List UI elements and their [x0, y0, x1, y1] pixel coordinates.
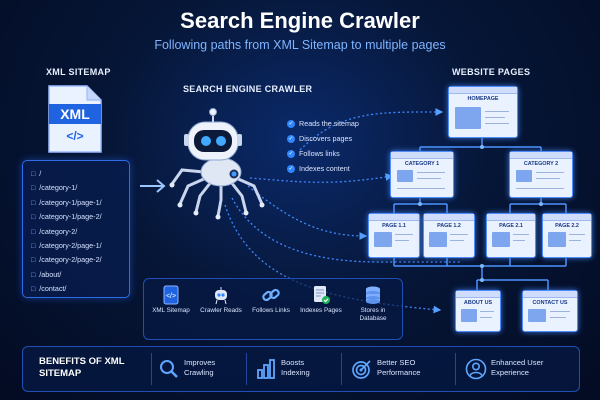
folder-icon: [397, 170, 413, 182]
image-icon: [374, 232, 392, 247]
xml-file-icon: XML </>: [47, 84, 103, 154]
process-steps-panel: </> XML Sitemap Crawler Reads Follows Li…: [143, 278, 403, 340]
image-icon: [455, 107, 481, 129]
xml-sitemap-header: XML SITEMAP: [46, 67, 111, 77]
page-label: HOMEPAGE: [467, 96, 499, 102]
page-card-category-1: CATEGORY 1: [390, 151, 454, 198]
page-card-page-2-2: PAGE 2.2: [542, 213, 592, 258]
step-crawler-reads: Crawler Reads: [196, 285, 246, 315]
sitemap-url: /category-2/page-2/: [31, 253, 129, 267]
feature-item: ✓Reads the sitemap: [287, 119, 359, 129]
image-icon: [548, 232, 566, 247]
benefits-title: BENEFITS OF XML SITEMAP: [39, 356, 125, 379]
check-icon: ✓: [287, 165, 295, 174]
sitemap-url: /category-2/: [31, 225, 129, 239]
bar-chart-icon: [255, 358, 277, 380]
page-label: PAGE 1.1: [382, 223, 406, 229]
robot-icon: [211, 285, 231, 305]
sitemap-url: /category-1/page-1/: [31, 196, 129, 210]
xml-icon-label: XML: [60, 106, 90, 122]
page-subtitle: Following paths from XML Sitemap to mult…: [154, 38, 446, 52]
database-icon: [363, 285, 383, 305]
step-follows-links: Follows Links: [246, 285, 296, 315]
sitemap-url: /category-1/: [31, 181, 129, 195]
sitemap-url: /contact/: [31, 282, 129, 296]
page-label: PAGE 2.2: [555, 223, 579, 229]
page-card-page-1-2: PAGE 1.2: [423, 213, 475, 258]
sitemap-url-list: / /category-1/ /category-1/page-1/ /cate…: [22, 160, 130, 298]
sitemap-url: /category-2/page-1/: [31, 239, 129, 253]
check-icon: ✓: [287, 150, 295, 159]
check-icon: ✓: [287, 120, 295, 129]
image-icon: [528, 309, 546, 322]
image-icon: [492, 232, 510, 247]
page-label: CONTACT US: [532, 300, 568, 306]
page-label: CATEGORY 1: [404, 161, 440, 167]
search-icon: [158, 358, 180, 380]
svg-text:</>: </>: [166, 293, 176, 300]
check-icon: ✓: [287, 135, 295, 144]
crawler-header: SEARCH ENGINE CRAWLER: [183, 84, 313, 94]
page-label: CATEGORY 2: [523, 161, 559, 167]
feature-item: ✓Follows links: [287, 149, 340, 159]
sitemap-url: /: [31, 167, 129, 181]
step-xml-sitemap: </> XML Sitemap: [146, 285, 196, 315]
page-card-page-2-1: PAGE 2.1: [486, 213, 536, 258]
code-glyph: </>: [66, 129, 84, 143]
user-icon: [465, 358, 487, 380]
indexed-doc-icon: [311, 285, 331, 305]
step-stores-in-database: Stores in Database: [348, 285, 398, 323]
image-icon: [461, 309, 477, 322]
page-card-category-2: CATEGORY 2: [509, 151, 573, 198]
sitemap-url: /category-1/page-2/: [31, 210, 129, 224]
page-title: Search Engine Crawler: [180, 8, 420, 33]
image-icon: [429, 232, 447, 247]
sitemap-url: /about/: [31, 268, 129, 282]
website-pages-header: WEBSITE PAGES: [452, 67, 531, 77]
link-icon: [261, 285, 281, 305]
page-card-homepage: HOMEPAGE: [448, 86, 518, 138]
robot-crawler-icon: [166, 100, 276, 220]
crawler-feature-list: ✓Reads the sitemap ✓Discovers pages ✓Fol…: [287, 116, 359, 176]
target-icon: [351, 358, 373, 380]
step-indexes-pages: Indexes Pages: [296, 285, 346, 315]
feature-item: ✓Indexes content: [287, 164, 350, 174]
page-label: ABOUT US: [463, 300, 493, 306]
page-card-contact-us: CONTACT US: [522, 290, 578, 332]
page-card-about-us: ABOUT US: [455, 290, 501, 332]
page-card-page-1-1: PAGE 1.1: [368, 213, 420, 258]
feature-item: ✓Discovers pages: [287, 134, 353, 144]
xml-code-icon: </>: [161, 285, 181, 305]
page-label: PAGE 2.1: [499, 223, 523, 229]
benefits-panel: BENEFITS OF XML SITEMAP Improves Crawlin…: [22, 346, 580, 392]
page-label: PAGE 1.2: [437, 223, 461, 229]
folder-icon: [516, 170, 532, 182]
